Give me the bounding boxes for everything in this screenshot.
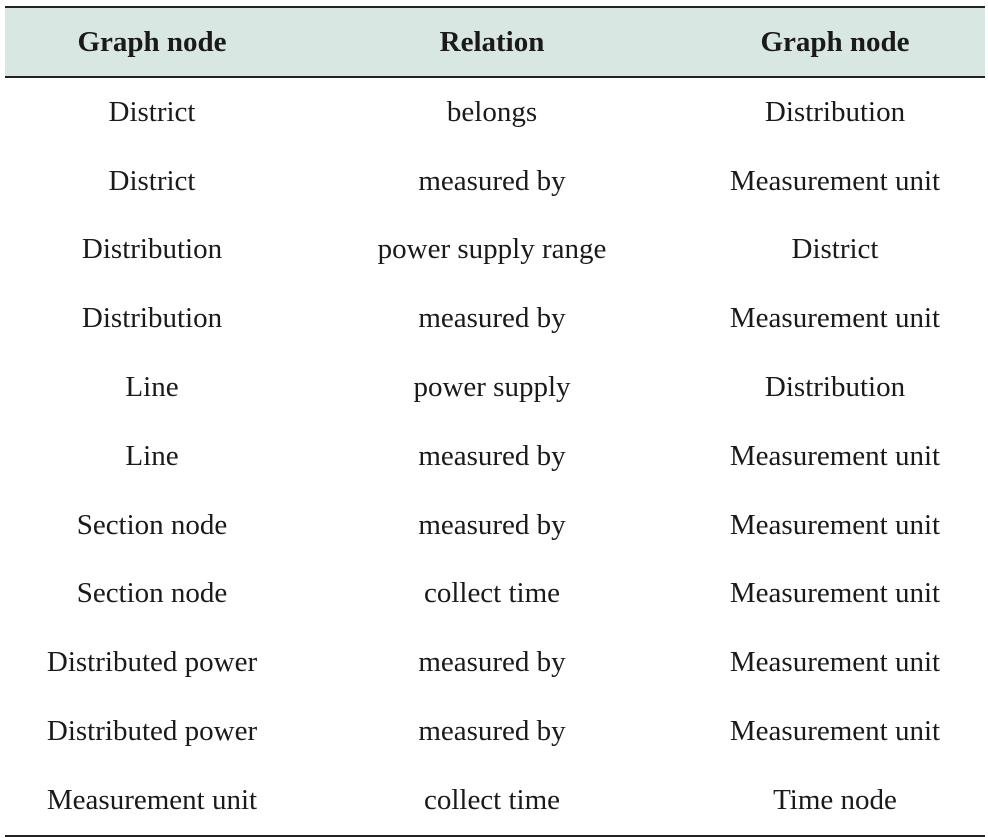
table-row: Distributed power measured by Measuremen… <box>5 697 985 766</box>
cell-source-node: Line <box>125 439 179 472</box>
relation-table: Graph node Relation Graph node District … <box>5 6 985 837</box>
cell-relation: measured by <box>418 508 566 541</box>
table-row: Line measured by Measurement unit <box>5 422 985 491</box>
relation-table-container: Graph node Relation Graph node District … <box>5 6 985 837</box>
table-header: Graph node Relation Graph node <box>5 6 985 78</box>
table-row: Distributed power measured by Measuremen… <box>5 628 985 697</box>
cell-target-node: District <box>791 233 879 266</box>
cell-target-node: Measurement unit <box>729 164 941 197</box>
cell-source-node: District <box>108 164 196 197</box>
cell-relation: measured by <box>418 646 566 679</box>
cell-source-node: Distributed power <box>46 715 258 748</box>
cell-source-node: Measurement unit <box>5 765 299 837</box>
cell-target-node: Measurement unit <box>729 577 941 610</box>
header-row: Graph node Relation Graph node <box>5 6 985 78</box>
cell-relation: belongs <box>446 95 538 128</box>
cell-relation: measured by <box>418 302 566 335</box>
cell-source-node: Line <box>125 371 179 404</box>
header-relation: Relation <box>299 6 685 78</box>
cell-source-node: Distribution <box>81 233 223 266</box>
cell-target-node: Time node <box>685 765 985 837</box>
cell-relation: power supply <box>413 371 571 404</box>
cell-relation: collect time <box>299 765 685 837</box>
table-row: District measured by Measurement unit <box>5 147 985 216</box>
cell-source-node: Section node <box>76 508 228 541</box>
table-row: Section node measured by Measurement uni… <box>5 491 985 560</box>
cell-target-node: Distribution <box>764 371 906 404</box>
cell-source-node: Distributed power <box>46 646 258 679</box>
cell-relation: power supply range <box>377 233 607 266</box>
table-body: District belongs Distribution District m… <box>5 77 985 837</box>
table-row: District belongs Distribution <box>5 77 985 147</box>
cell-source-node: Distribution <box>81 302 223 335</box>
cell-relation: measured by <box>418 439 566 472</box>
cell-source-node: Section node <box>76 577 228 610</box>
cell-relation: measured by <box>418 164 566 197</box>
header-graph-node-target: Graph node <box>685 6 985 78</box>
cell-target-node: Measurement unit <box>729 715 941 748</box>
cell-relation: collect time <box>423 577 561 610</box>
cell-target-node: Measurement unit <box>729 439 941 472</box>
cell-target-node: Measurement unit <box>729 646 941 679</box>
cell-target-node: Distribution <box>764 95 906 128</box>
table-row: Distribution measured by Measurement uni… <box>5 284 985 353</box>
table-row: Section node collect time Measurement un… <box>5 560 985 629</box>
table-row: Distribution power supply range District <box>5 216 985 285</box>
cell-relation: measured by <box>418 715 566 748</box>
table-row: Line power supply Distribution <box>5 353 985 422</box>
table-row: Measurement unit collect time Time node <box>5 765 985 837</box>
cell-source-node: District <box>108 95 196 128</box>
cell-target-node: Measurement unit <box>729 302 941 335</box>
header-graph-node-source: Graph node <box>5 6 299 78</box>
cell-target-node: Measurement unit <box>729 508 941 541</box>
